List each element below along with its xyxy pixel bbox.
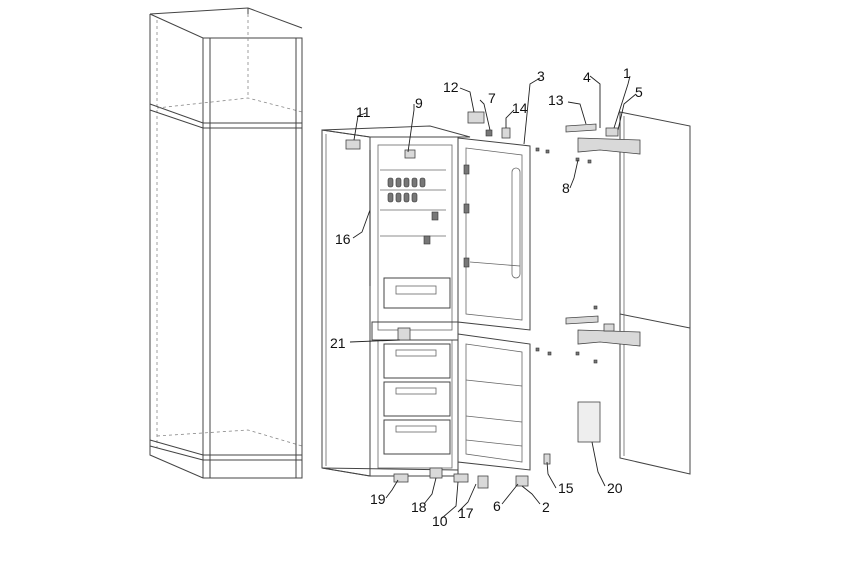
callout-14: 14 <box>512 100 528 116</box>
callout-2: 2 <box>542 499 550 515</box>
callout-8: 8 <box>562 180 570 196</box>
leader-lines <box>349 75 637 519</box>
callout-3: 3 <box>537 68 545 84</box>
callout-10: 10 <box>432 513 448 529</box>
callout-15: 15 <box>558 480 574 496</box>
callout-11: 11 <box>356 104 371 120</box>
callout-5: 5 <box>635 84 643 100</box>
fridge-body <box>321 125 471 477</box>
callout-12: 12 <box>443 79 459 95</box>
callout-21: 21 <box>330 335 346 351</box>
callout-16: 16 <box>335 231 351 247</box>
callout-4: 4 <box>583 69 591 85</box>
callout-7: 7 <box>488 90 496 106</box>
callout-19: 19 <box>370 491 386 507</box>
callout-9: 9 <box>415 95 423 111</box>
callout-20: 20 <box>607 480 623 496</box>
callout-6: 6 <box>493 498 501 514</box>
callout-1: 1 <box>623 65 631 81</box>
cabinet-housing <box>149 7 303 479</box>
small-parts <box>345 111 641 489</box>
callout-17: 17 <box>458 505 474 521</box>
lower-door <box>457 333 531 471</box>
callout-13: 13 <box>548 92 564 108</box>
decor-panel <box>619 111 691 475</box>
callout-18: 18 <box>411 499 427 515</box>
upper-door <box>457 137 531 331</box>
callouts: 1 2 3 4 5 6 7 8 9 10 11 12 13 14 15 16 1… <box>330 65 643 529</box>
